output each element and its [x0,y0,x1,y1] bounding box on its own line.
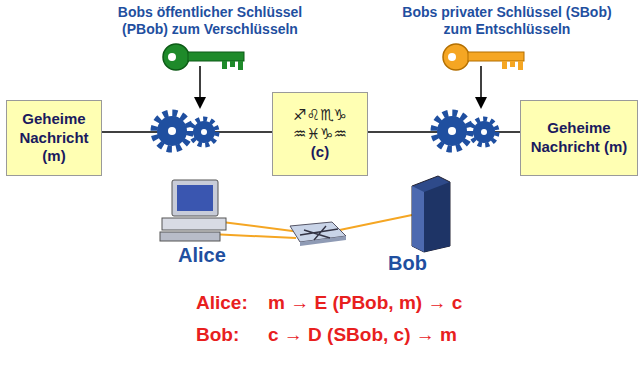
key-arrow [199,66,201,106]
message-box: Geheime Nachricht (m) [6,100,102,176]
party-name: Alice [178,244,226,267]
box-text: ♐♌♏♑ ♒♓♑♒ [279,106,361,144]
party-name: Bob [388,252,427,275]
formula-text: c → D (SBob, c) → m [268,324,457,346]
computer-icon [160,180,226,241]
box-text: Geheime Nachricht (m) [527,119,631,157]
formula-text: Alice: [196,292,248,314]
private-key [443,44,524,70]
decrypt-gears [434,113,497,149]
formula-text: Bob: [196,324,239,346]
message-box: Geheime Nachricht (m) [520,100,638,176]
formula-text: m → E (PBob, m) → c [268,292,462,314]
key-arrow [480,66,482,106]
box-text: (c) [311,143,329,162]
key-caption: Bobs privater Schlüssel (SBob) zum Entsc… [392,4,622,38]
message-box: ♐♌♏♑ ♒♓♑♒(c) [272,92,368,176]
network-wire [210,234,296,238]
network-switch [290,222,346,246]
public-key [163,44,244,70]
key-caption: Bobs öffentlicher Schlüssel (PBob) zum V… [95,4,325,38]
encrypt-gears [154,113,217,149]
box-text: Geheime Nachricht (m) [13,110,95,166]
server-icon [412,176,450,252]
